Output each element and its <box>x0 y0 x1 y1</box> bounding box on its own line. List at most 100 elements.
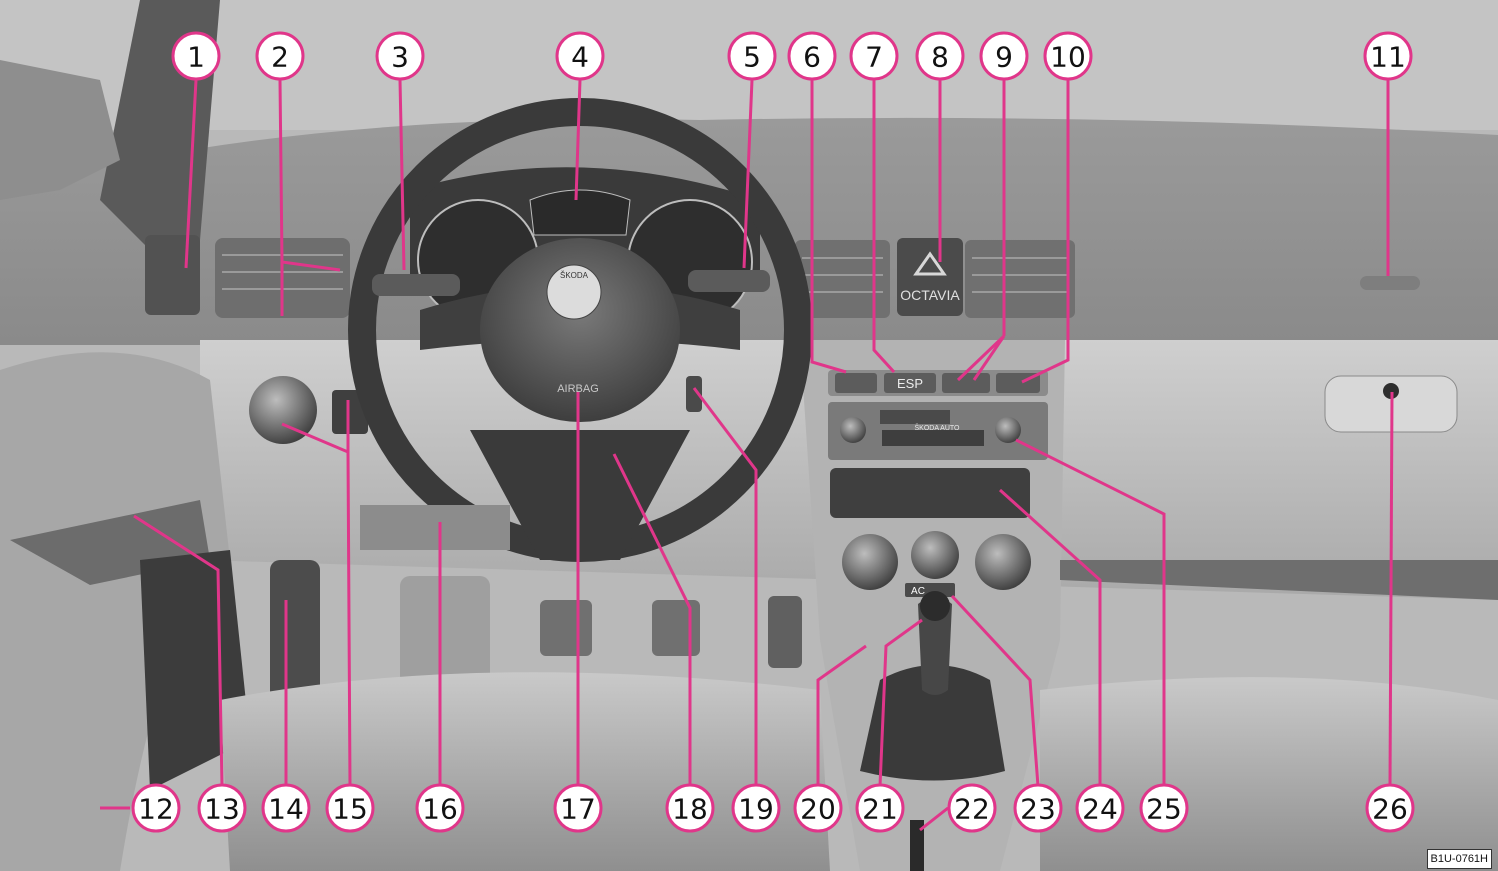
callout-circle <box>171 31 221 81</box>
rear-window-heater-button <box>835 373 877 393</box>
callout-17: 17 <box>553 783 603 833</box>
callout-label: 25 <box>1146 793 1182 826</box>
callout-circle <box>731 783 781 833</box>
storage-compartment <box>830 468 1030 518</box>
leader-1 <box>184 79 198 269</box>
callout-24: 24 <box>1075 783 1125 833</box>
callout-circle <box>1365 783 1415 833</box>
leader-23 <box>950 594 1040 787</box>
callout-circle <box>855 783 905 833</box>
callout-label: 16 <box>422 793 458 826</box>
leader-6 <box>810 80 847 374</box>
leader-10 <box>1021 80 1070 384</box>
leader-26 <box>1388 391 1394 787</box>
callout-label: 12 <box>138 793 174 826</box>
callout-20: 20 <box>793 783 843 833</box>
door-panel <box>0 352 230 871</box>
steering-lower-spoke <box>470 430 690 560</box>
callout-circle <box>979 31 1029 81</box>
callout-circle <box>197 783 247 833</box>
clutch-pedal <box>540 600 592 656</box>
callout-label: 9 <box>995 41 1013 74</box>
callout-label: 2 <box>271 41 289 74</box>
callout-label: 6 <box>803 41 821 74</box>
switch-strip <box>828 370 1048 396</box>
brake-pedal <box>652 600 700 656</box>
airbag-label: AIRBAG <box>557 383 599 395</box>
air-distribution-knob <box>975 534 1031 590</box>
radio-cassette-slot <box>880 410 950 424</box>
callout-label: 26 <box>1372 793 1408 826</box>
airbag-hub <box>480 238 680 422</box>
callout-circle <box>665 783 715 833</box>
figure-code: B1U-0761H <box>1426 849 1492 869</box>
esp-button <box>884 373 936 393</box>
callout-label: 4 <box>571 41 589 74</box>
callout-label: 7 <box>865 41 883 74</box>
callout-9: 9 <box>979 31 1029 81</box>
accelerator-pedal <box>768 596 802 668</box>
callout-label: 14 <box>268 793 304 826</box>
fan-speed-knob <box>911 531 959 579</box>
leader-25 <box>1015 438 1166 786</box>
callout-circle <box>793 783 843 833</box>
callout-circle <box>1139 783 1189 833</box>
callout-circle <box>1363 31 1413 81</box>
callout-8: 8 <box>915 31 965 81</box>
radio-display <box>882 430 984 446</box>
side-air-vent <box>145 235 200 315</box>
ac-label: AC <box>911 586 925 597</box>
callout-label: 18 <box>672 793 708 826</box>
leader-7 <box>872 80 896 374</box>
callout-circle <box>375 31 425 81</box>
wiper-stalk <box>688 270 770 292</box>
leader-9b <box>972 335 1006 381</box>
logo-text: ŠKODA <box>560 271 589 280</box>
callout-label: 13 <box>204 793 240 826</box>
leader-4 <box>574 79 582 201</box>
leader-18 <box>612 453 692 786</box>
callout-circle <box>325 783 375 833</box>
callout-23: 23 <box>1013 783 1063 833</box>
leader-19 <box>692 387 758 786</box>
callout-label: 22 <box>954 793 990 826</box>
hazard-light-switch <box>897 238 963 316</box>
callout-2: 2 <box>255 31 305 81</box>
steering-adjust-lever <box>686 376 702 412</box>
callout-16: 16 <box>415 783 465 833</box>
callout-25: 25 <box>1139 783 1189 833</box>
callout-circle <box>555 31 605 81</box>
callout-4: 4 <box>555 31 605 81</box>
radio-brand: ŠKODA AUTO <box>915 423 961 432</box>
callout-label: 10 <box>1050 41 1086 74</box>
model-badge: OCTAVIA <box>900 287 960 303</box>
temperature-knob <box>842 534 898 590</box>
callout-circle <box>915 31 965 81</box>
leader-9a <box>956 334 1006 382</box>
callout-26: 26 <box>1365 783 1415 833</box>
passenger-airbag-badge <box>1360 276 1420 290</box>
callout-label: 20 <box>800 793 836 826</box>
callout-circle <box>1075 783 1125 833</box>
leader-13 <box>133 514 224 787</box>
leader-22 <box>919 806 949 832</box>
callout-19: 19 <box>731 783 781 833</box>
gear-knob <box>920 591 950 621</box>
callout-1: 1 <box>171 31 221 81</box>
seat-heating-buttons <box>942 373 990 393</box>
footrest <box>400 576 490 686</box>
callout-13: 13 <box>197 783 247 833</box>
callout-3: 3 <box>375 31 425 81</box>
leader-21 <box>878 618 923 787</box>
callout-6: 6 <box>787 31 837 81</box>
callout-circle <box>947 783 997 833</box>
leader-3 <box>398 79 406 271</box>
gear-boot <box>860 665 1005 781</box>
callout-circle <box>1043 31 1093 81</box>
gear-lever <box>918 597 952 695</box>
turn-signal-stalk <box>372 274 460 296</box>
callout-label: 15 <box>332 793 368 826</box>
callout-circle <box>787 31 837 81</box>
side-mirror <box>0 60 120 200</box>
